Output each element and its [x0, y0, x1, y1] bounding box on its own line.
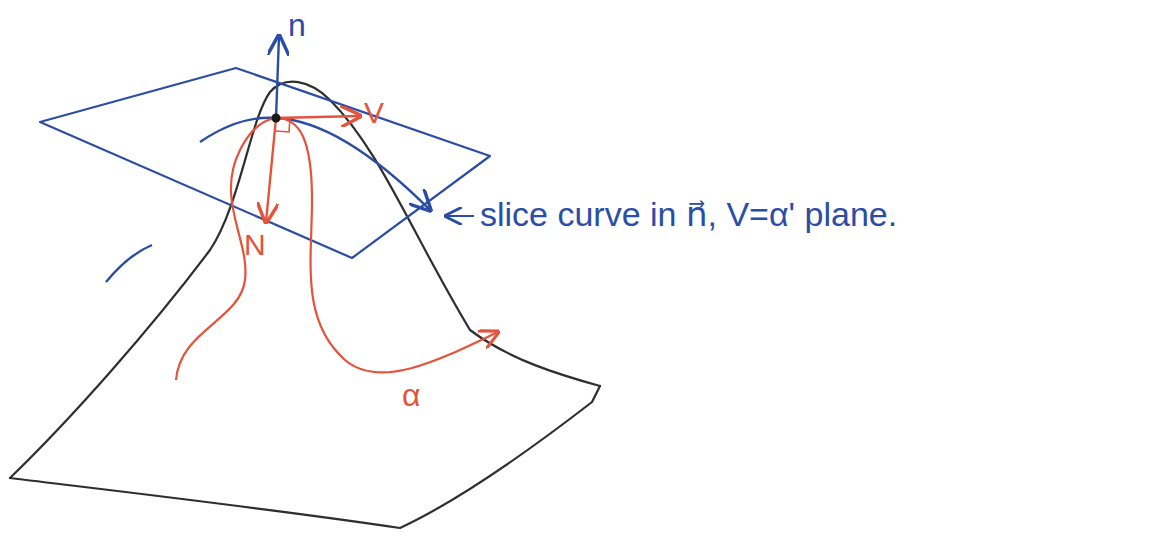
normal-label: n	[288, 8, 306, 43]
curve-label: α	[402, 378, 421, 413]
velocity-vector	[276, 116, 360, 118]
normal-curvature-label: N	[244, 228, 266, 261]
normal-vector	[276, 36, 279, 118]
slice-curve-part	[106, 245, 152, 282]
surface-point	[272, 114, 281, 123]
normal-curvature-vector	[266, 118, 276, 222]
curve-alpha	[176, 118, 498, 380]
annotation-pointer	[446, 215, 474, 217]
velocity-label: V	[364, 96, 384, 129]
slice-annotation: slice curve in n⃗, V=α' plane.	[480, 196, 897, 233]
